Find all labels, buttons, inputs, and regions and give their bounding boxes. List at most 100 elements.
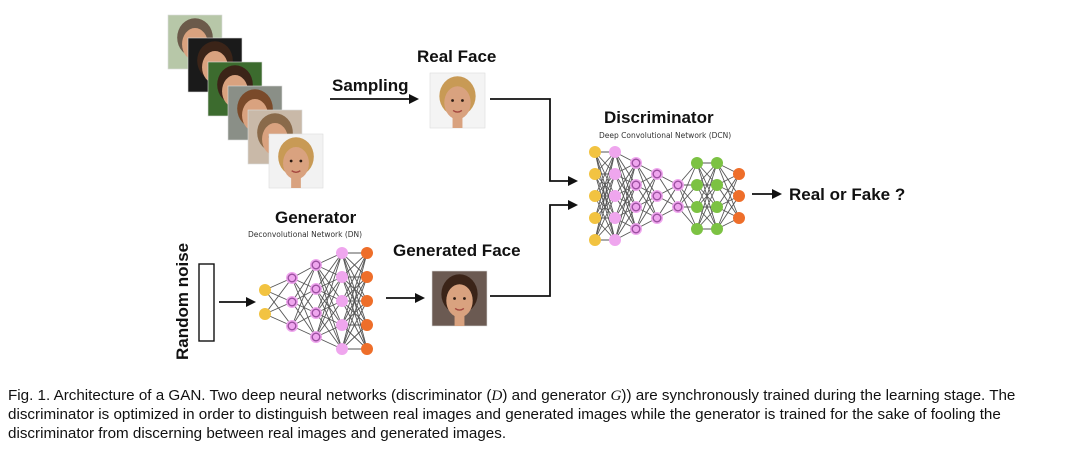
- neck: [454, 313, 465, 326]
- disc-node: [609, 212, 621, 224]
- figure-caption: Fig. 1. Architecture of a GAN. Two deep …: [8, 386, 1074, 443]
- real-face-to-discriminator-arrow: [490, 98, 578, 186]
- disc-node: [589, 234, 601, 246]
- mouth: [454, 307, 465, 311]
- gen-node: [361, 343, 373, 355]
- discriminator-title: Discriminator: [604, 108, 714, 127]
- disc-edge: [635, 173, 658, 230]
- gen-edge: [291, 264, 317, 327]
- gen-node-ring: [287, 273, 297, 283]
- gen-edge: [315, 300, 343, 338]
- disc-node: [609, 234, 621, 246]
- disc-node: [733, 190, 745, 202]
- gen-node: [259, 308, 271, 320]
- disc-edge: [594, 151, 616, 241]
- disc-edge: [614, 162, 637, 219]
- disc-edge: [635, 195, 658, 230]
- disc-node: [691, 223, 703, 235]
- gen-edge: [341, 276, 368, 350]
- disc-node: [711, 201, 723, 213]
- caption-part-3: )) are synchronously trained during the …: [8, 387, 1016, 442]
- caption-symbol-g: G: [610, 387, 622, 404]
- neck: [291, 176, 301, 188]
- generated-face-to-discriminator-arrow: [490, 200, 578, 297]
- disc-node: [589, 212, 601, 224]
- face: [444, 86, 471, 120]
- gen-edge: [341, 252, 368, 302]
- eye: [299, 159, 303, 163]
- gen-node: [336, 247, 348, 259]
- gen-edge: [341, 300, 368, 350]
- random-noise-vector: [198, 263, 215, 342]
- disc-edge: [716, 195, 740, 230]
- gen-node: [361, 271, 373, 283]
- disc-node-ring: [673, 180, 683, 190]
- gen-edge: [291, 288, 317, 327]
- disc-edge: [656, 184, 679, 219]
- gen-edge: [315, 276, 343, 338]
- disc-node: [733, 212, 745, 224]
- caption-symbol-d: D: [491, 387, 503, 404]
- gen-node-ring: [287, 321, 297, 331]
- disc-edge: [614, 162, 637, 197]
- gen-node-ring: [287, 297, 297, 307]
- disc-node-ring: [673, 202, 683, 212]
- gen-edge: [264, 277, 293, 315]
- disc-edge: [614, 184, 637, 241]
- random-noise-label: Random noise: [173, 243, 192, 360]
- gen-node: [361, 247, 373, 259]
- disc-edge: [677, 162, 698, 208]
- gen-edge: [341, 252, 368, 350]
- disc-edge: [594, 173, 616, 241]
- real-face-photo: [429, 72, 486, 129]
- gen-node-ring: [311, 332, 321, 342]
- output-label: Real or Fake ?: [789, 185, 905, 204]
- disc-node: [691, 157, 703, 169]
- eye: [461, 99, 464, 102]
- disc-node: [711, 179, 723, 191]
- discriminator-network: [589, 146, 745, 246]
- face: [283, 146, 309, 180]
- generated-face-photo: [431, 270, 488, 327]
- disc-edge: [614, 162, 637, 241]
- generator-network: [259, 247, 373, 355]
- disc-node: [711, 157, 723, 169]
- disc-edge: [696, 184, 718, 230]
- disc-node: [609, 146, 621, 158]
- disc-node: [609, 168, 621, 180]
- mouth: [291, 170, 301, 174]
- gen-node: [336, 319, 348, 331]
- disc-node-ring: [631, 202, 641, 212]
- real-face-image: [429, 72, 486, 129]
- eye: [289, 159, 293, 163]
- discriminator-subtitle: Deep Convolutional Network (DCN): [599, 131, 731, 140]
- generated-face-image: [431, 270, 488, 327]
- disc-node-ring: [652, 191, 662, 201]
- gen-edge: [315, 252, 343, 290]
- generator-subtitle: Deconvolutional Network (DN): [248, 230, 362, 239]
- disc-node-ring: [652, 169, 662, 179]
- gen-node: [259, 284, 271, 296]
- disc-node-ring: [631, 224, 641, 234]
- neck: [452, 115, 463, 128]
- disc-edge: [635, 173, 658, 208]
- disc-edge: [614, 206, 637, 241]
- face: [446, 284, 473, 318]
- disc-edge: [594, 151, 616, 197]
- disc-node: [589, 146, 601, 158]
- eye: [453, 297, 456, 300]
- disc-edge: [716, 173, 740, 230]
- disc-node-ring: [631, 180, 641, 190]
- disc-node: [589, 190, 601, 202]
- gen-node: [361, 295, 373, 307]
- gen-edge: [291, 264, 317, 303]
- gen-node: [336, 295, 348, 307]
- gen-node: [361, 319, 373, 331]
- disc-node: [711, 223, 723, 235]
- gen-edge: [315, 252, 343, 314]
- caption-part-1: Fig. 1. Architecture of a GAN. Two deep …: [8, 387, 492, 404]
- caption-part-2: ) and generator: [502, 387, 611, 404]
- generated-face-title: Generated Face: [393, 241, 521, 260]
- dataset-face-6: [268, 133, 324, 189]
- mouth: [452, 109, 463, 113]
